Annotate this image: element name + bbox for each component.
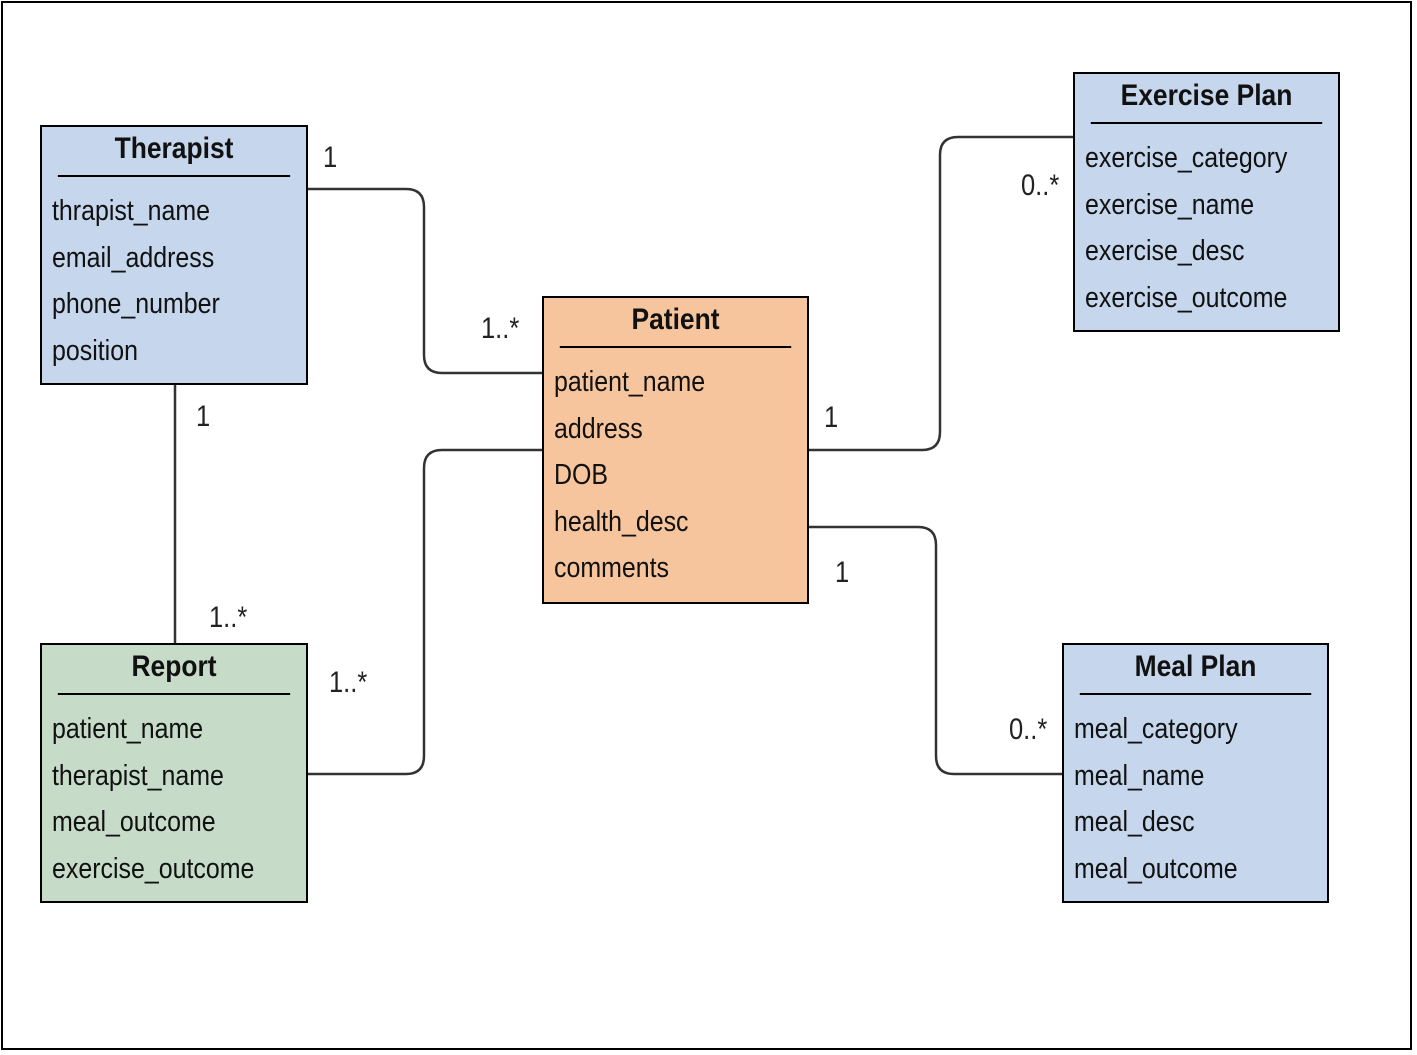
attribute: position [52, 334, 138, 367]
entity-title: Report [57, 645, 291, 695]
multiplicity-label: 1..* [481, 312, 520, 345]
link-therapist-patient [307, 187, 543, 375]
attribute: exercise_outcome [52, 852, 255, 885]
multiplicity-label: 1 [196, 400, 211, 433]
multiplicity-label: 1..* [329, 666, 368, 699]
attribute: email_address [52, 241, 215, 274]
attribute: meal_outcome [1074, 852, 1238, 885]
attribute: health_desc [554, 505, 689, 538]
link-patient-exercise [808, 135, 1074, 452]
attribute: exercise_outcome [1085, 281, 1288, 314]
entity-exercise-plan[interactable]: Exercise Plan exercise_category exercise… [1073, 72, 1340, 332]
attribute: thrapist_name [52, 195, 211, 227]
multiplicity-label: 0..* [1009, 713, 1048, 746]
multiplicity-label: 0..* [1021, 169, 1060, 202]
link-patient-meal [808, 525, 1063, 776]
attribute-list: thrapist_name email_address phone_number… [42, 177, 306, 377]
attribute: address [554, 412, 643, 445]
attribute: exercise_desc [1085, 235, 1245, 267]
attribute: DOB [554, 459, 609, 491]
attribute: exercise_category [1085, 142, 1288, 174]
attribute: therapist_name [52, 759, 224, 792]
entity-title: Exercise Plan [1090, 74, 1323, 124]
attribute: patient_name [554, 366, 706, 398]
multiplicity-label: 1..* [209, 601, 248, 634]
attribute-list: patient_name address DOB health_desc com… [544, 348, 807, 595]
entity-patient[interactable]: Patient patient_name address DOB health_… [542, 296, 809, 604]
entity-therapist[interactable]: Therapist thrapist_name email_address ph… [40, 125, 308, 385]
attribute-list: patient_name therapist_name meal_outcome… [42, 695, 306, 895]
entity-title: Therapist [57, 127, 291, 177]
entity-report[interactable]: Report patient_name therapist_name meal_… [40, 643, 308, 903]
attribute-list: meal_category meal_name meal_desc meal_o… [1064, 695, 1327, 895]
attribute: meal_outcome [52, 806, 216, 838]
multiplicity-label: 1 [824, 401, 839, 434]
attribute: meal_desc [1074, 806, 1195, 838]
multiplicity-label: 1 [835, 556, 850, 589]
attribute: meal_name [1074, 759, 1205, 792]
entity-title: Patient [559, 298, 792, 348]
attribute-list: exercise_category exercise_name exercise… [1075, 124, 1338, 324]
attribute: exercise_name [1085, 188, 1255, 221]
attribute: meal_category [1074, 713, 1238, 745]
multiplicity-label: 1 [323, 141, 338, 174]
link-report-patient [307, 448, 543, 776]
attribute: comments [554, 552, 670, 584]
entity-title: Meal Plan [1079, 645, 1312, 695]
entity-meal-plan[interactable]: Meal Plan meal_category meal_name meal_d… [1062, 643, 1329, 903]
attribute: phone_number [52, 288, 220, 320]
attribute: patient_name [52, 713, 204, 745]
